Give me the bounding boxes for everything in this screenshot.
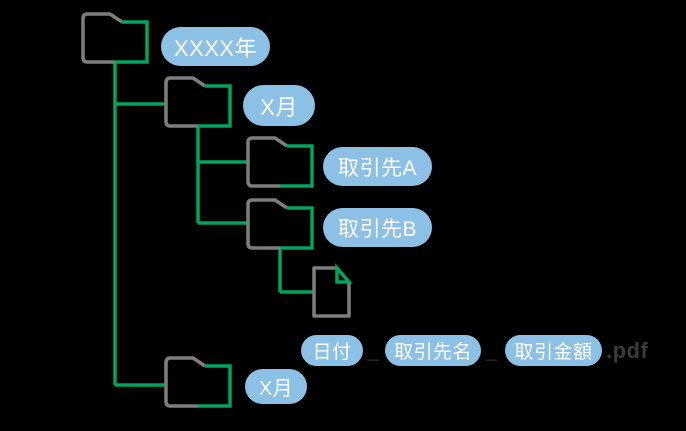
label-month-folder-bottom: X月 — [245, 369, 307, 404]
label-client-a-folder: 取引先A — [323, 147, 432, 186]
label-filename-date: 日付 — [301, 335, 363, 366]
folder-icon-year — [81, 12, 149, 64]
folder-icon-month-top — [164, 76, 232, 128]
filename-separator-1: _ — [367, 341, 379, 363]
label-filename-client: 取引先名 — [385, 335, 481, 366]
filename-extension: .pdf — [606, 338, 649, 363]
filename-separator-2: _ — [485, 341, 497, 363]
label-filename-amount: 取引金額 — [505, 335, 602, 366]
label-month-folder-top: X月 — [243, 85, 315, 126]
folder-icon-client-a — [246, 136, 314, 188]
pdf-file-icon — [312, 266, 351, 318]
folder-icon-client-b — [246, 198, 314, 250]
label-year-folder: XXXX年 — [161, 27, 270, 66]
folder-icon-month-bottom — [164, 356, 232, 408]
label-client-b-folder: 取引先B — [323, 208, 432, 247]
